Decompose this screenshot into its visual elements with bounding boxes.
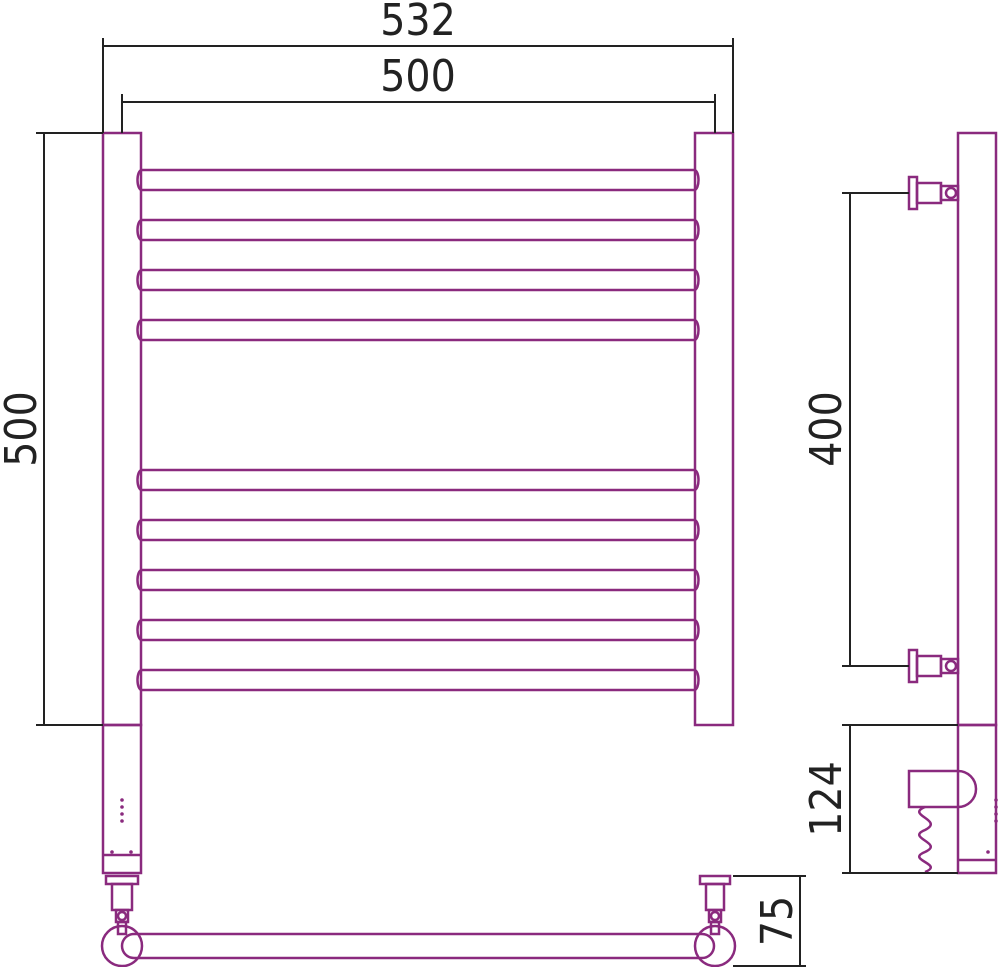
heater-housing bbox=[101, 723, 143, 875]
crossbar bbox=[136, 318, 700, 342]
overall-width-label: 532 bbox=[380, 0, 456, 46]
front-dimension-lines bbox=[36, 38, 806, 967]
left-connector bbox=[100, 874, 144, 967]
crossbars bbox=[136, 168, 700, 692]
crossbar bbox=[136, 268, 700, 292]
side-view bbox=[907, 131, 998, 875]
crossbar bbox=[136, 668, 700, 692]
crossbar bbox=[136, 218, 700, 242]
heater-unit bbox=[907, 769, 978, 874]
center-width-label: 500 bbox=[380, 51, 456, 102]
right-upright bbox=[693, 131, 735, 727]
bottom-connection-pipe bbox=[120, 932, 716, 960]
crossbar bbox=[136, 168, 700, 192]
side-upright bbox=[956, 131, 998, 727]
side-heater-housing bbox=[956, 723, 998, 875]
connection-depth-label: 75 bbox=[752, 896, 803, 946]
side-dimension-lines bbox=[842, 192, 958, 874]
heater-cable-icon bbox=[917, 805, 933, 874]
mount-spacing-label: 400 bbox=[801, 391, 852, 467]
upper-wall-bracket bbox=[907, 175, 960, 211]
crossbar bbox=[136, 468, 700, 492]
lower-wall-bracket bbox=[907, 648, 960, 684]
heater-offset-label: 124 bbox=[801, 761, 852, 837]
right-connector bbox=[693, 874, 737, 967]
heater-indicator-icon bbox=[110, 798, 133, 854]
crossbar bbox=[136, 568, 700, 592]
side-indicator-icon bbox=[986, 798, 998, 854]
left-upright bbox=[101, 131, 143, 727]
front-view bbox=[100, 131, 737, 967]
crossbar bbox=[136, 618, 700, 642]
crossbar bbox=[136, 518, 700, 542]
height-label: 500 bbox=[0, 391, 47, 467]
